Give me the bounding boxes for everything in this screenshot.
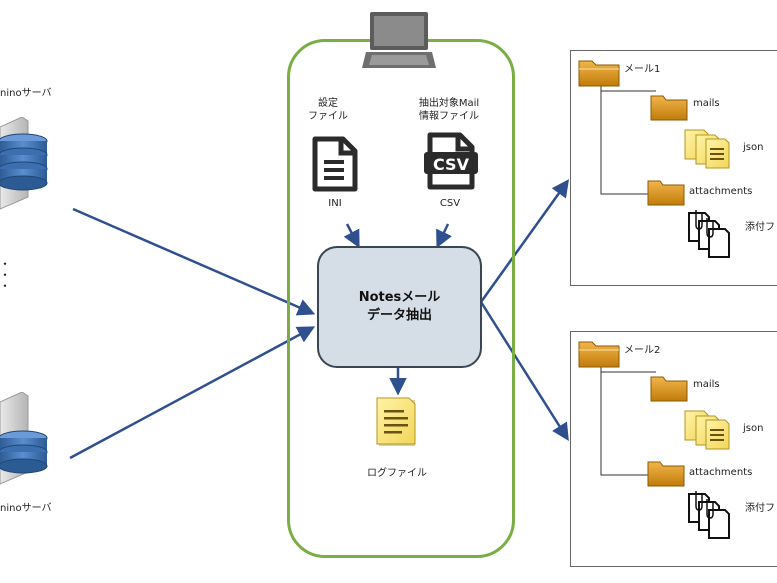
arrow-ini-to-process: [343, 223, 360, 249]
server-label-top: ninoサーバ: [0, 88, 52, 99]
server-icon-top: [0, 117, 48, 210]
csv-file-icon: CSV: [424, 132, 478, 190]
process-title-line2: データ抽出: [366, 308, 432, 323]
attachment-icon-mail1: [688, 210, 730, 258]
folder-icon-mail1: [578, 60, 620, 87]
json-label-mail2: json: [743, 423, 764, 434]
extract-file-label-line2: 情報ファイル: [419, 111, 479, 122]
json-files-icon-mail1: [684, 129, 730, 169]
server-icon-bottom: [0, 392, 48, 485]
attachment-label-mail1: 添付フ: [745, 222, 775, 233]
mails-label-mail1: mails: [693, 98, 720, 109]
arrow-process-to-mail2: [479, 301, 569, 441]
notes-extraction-process: Notesメール データ抽出: [317, 246, 482, 368]
folder-icon-mail2: [578, 341, 620, 368]
server-ellipsis-text: ・・・: [0, 258, 11, 291]
tree-lines-mail1: [600, 82, 656, 195]
attachments-label-mail2: attachments: [689, 467, 753, 478]
attachments-label-mail1: attachments: [689, 186, 753, 197]
server-label-bottom: ninoサーバ: [0, 503, 52, 514]
process-title-line1: Notesメール: [358, 290, 441, 305]
arrow-process-to-mail1: [479, 179, 570, 303]
domino-server-bottom: ninoサーバ: [0, 392, 60, 522]
settings-file-label-line1: 設定: [318, 98, 338, 109]
domino-server-top: ninoサーバ: [0, 88, 60, 215]
mails-label-mail2: mails: [693, 379, 720, 390]
mails-folder-icon-mail2: [650, 376, 688, 402]
arrow-server1-to-process: [72, 207, 316, 316]
json-label-mail1: json: [743, 142, 764, 153]
output-panel-mail2: メール2 mails json attachments 添付フ: [570, 331, 777, 567]
ini-file-icon: [312, 136, 358, 192]
tree-lines-mail2: [600, 363, 656, 476]
attachment-label-mail2: 添付フ: [745, 503, 775, 514]
csv-icon-text: CSV: [433, 155, 470, 174]
attachments-folder-icon-mail1: [647, 180, 685, 206]
json-files-icon-mail2: [684, 410, 730, 450]
ini-label: INI: [328, 198, 342, 209]
arrow-csv-to-process: [436, 223, 452, 249]
attachment-icon-mail2: [688, 491, 730, 539]
folder-label-mail2: メール2: [624, 345, 661, 356]
folder-label-mail1: メール1: [624, 64, 661, 75]
attachments-folder-icon-mail2: [647, 461, 685, 487]
output-panel-mail1: メール1 mails json attachments 添付フ: [570, 50, 777, 286]
server-ellipsis: ・・・: [0, 258, 11, 291]
arrow-server2-to-process: [69, 326, 316, 460]
mails-folder-icon-mail1: [650, 95, 688, 121]
extract-file-label: 抽出対象Mail 情報ファイル: [405, 97, 493, 123]
log-file-label: ログファイル: [367, 468, 427, 479]
csv-label: CSV: [439, 198, 461, 209]
settings-file-label-line2: ファイル: [308, 111, 348, 122]
settings-file-label: 設定 ファイル: [300, 97, 356, 123]
extract-file-label-line1: 抽出対象Mail: [418, 98, 480, 109]
log-file-icon: [376, 397, 416, 446]
laptop-icon: [362, 12, 436, 68]
